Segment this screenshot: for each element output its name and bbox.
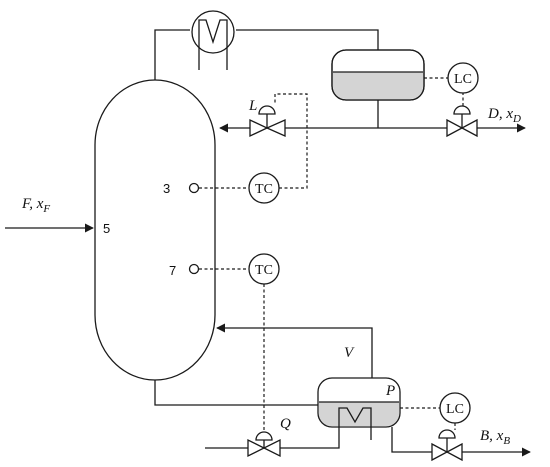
bottoms-label: B, xB	[480, 428, 510, 447]
feed-label: F, xF	[21, 196, 50, 215]
upper-tc-to-reflux-valve-signal	[274, 93, 308, 189]
svg-text:LC: LC	[446, 402, 464, 417]
tray-3-number: 3	[163, 181, 170, 196]
steam-valve-icon	[247, 431, 281, 458]
tray-7-sensor-icon	[188, 263, 200, 275]
boilup-label: V	[344, 345, 355, 361]
reboiler-level-controller: LC	[439, 392, 471, 424]
svg-text:TC: TC	[255, 263, 273, 278]
lower-temperature-controller: TC	[248, 253, 280, 285]
svg-text:TC: TC	[255, 182, 273, 197]
boilup-vapor-arrow	[216, 323, 373, 378]
distillate-valve-icon	[446, 105, 478, 138]
reflux-valve-label: L	[248, 98, 257, 114]
reboiler-heater-icon	[338, 407, 372, 440]
tray-3-sensor-icon	[188, 182, 200, 194]
bottoms-product-line	[391, 427, 432, 453]
distillation-column	[94, 79, 216, 381]
bottoms-to-reboiler-line	[154, 380, 318, 406]
bottoms-valve-icon	[431, 429, 463, 462]
condenser-icon	[191, 10, 235, 70]
heat-duty-label: Q	[280, 416, 291, 432]
reboiler-level-label: P	[385, 383, 395, 399]
tray-7-number: 7	[169, 263, 176, 278]
condenser-level-controller: LC	[447, 62, 479, 94]
feed-tray-number: 5	[103, 221, 110, 236]
distillate-label: D, xD	[487, 106, 521, 125]
svg-text:LC: LC	[454, 72, 472, 87]
condenser-to-drum-line	[236, 29, 379, 50]
reflux-drum	[331, 49, 425, 101]
overhead-vapor-line	[154, 29, 190, 80]
upper-temperature-controller: TC	[248, 172, 280, 204]
reflux-valve-icon	[249, 105, 286, 138]
steam-to-reboiler-line	[280, 440, 340, 449]
